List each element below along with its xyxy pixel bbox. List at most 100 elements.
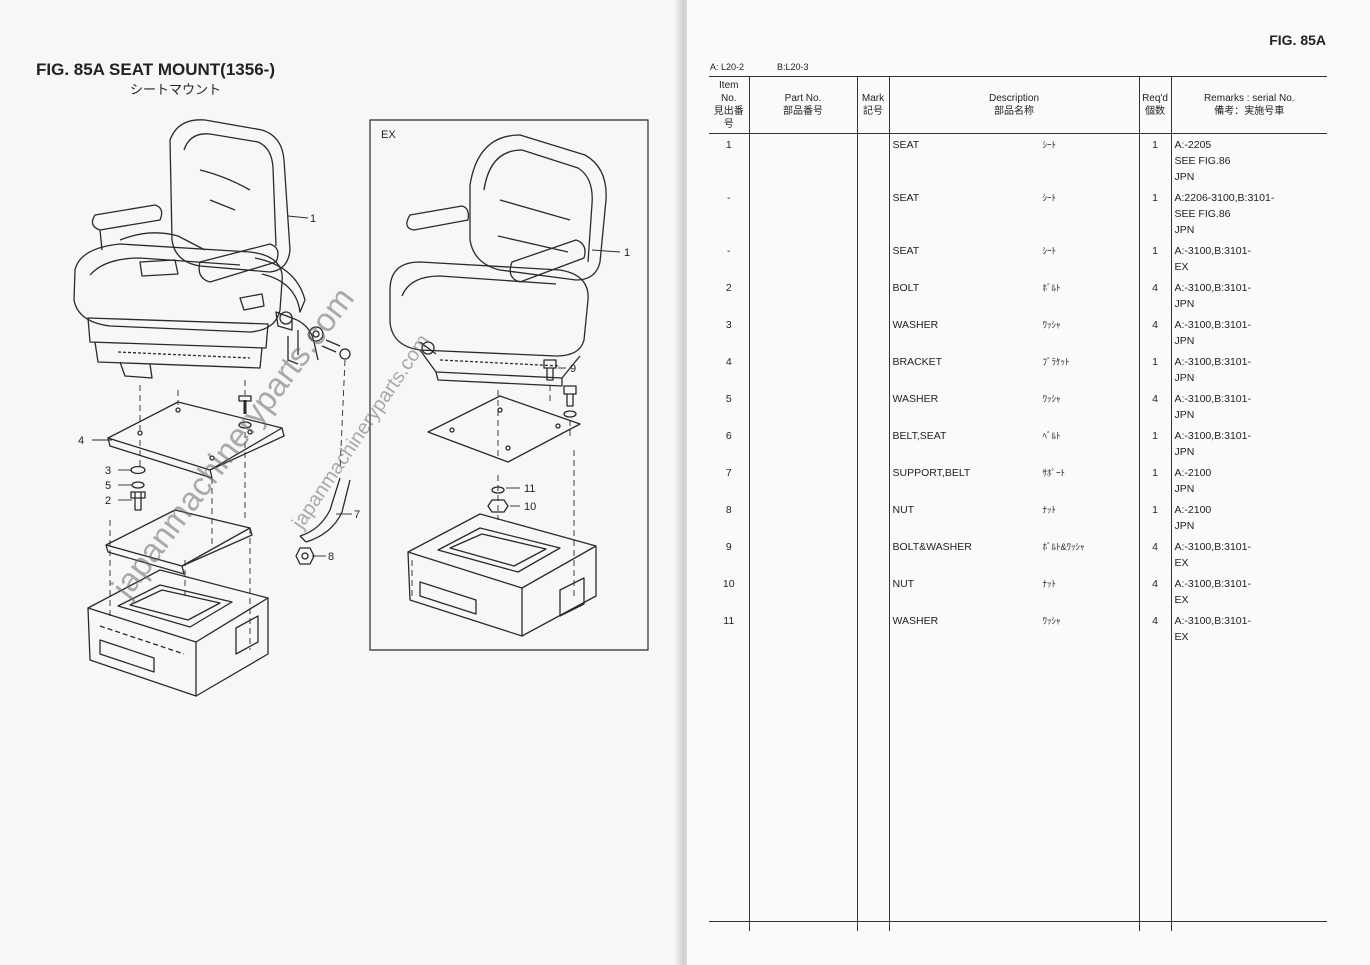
remark-line: JPN — [1174, 520, 1195, 532]
description: SEAT ｼｰﾄ — [888, 133, 1139, 187]
part-no — [748, 187, 857, 240]
remark-line: JPN — [1174, 409, 1195, 421]
item-no: 4 — [725, 356, 732, 368]
part-no — [748, 351, 857, 388]
remarks: A:-3100,B:3101-EX — [1170, 610, 1327, 647]
part-no — [748, 277, 857, 314]
remark-line: EX — [1174, 261, 1189, 273]
remark-line: A:-3100,B:3101- — [1174, 319, 1251, 331]
figure-title-japanese: シートマウント — [130, 82, 222, 97]
remarks: A:-3100,B:3101-JPN — [1170, 277, 1327, 314]
description-jp: ｼｰﾄ — [1042, 193, 1057, 203]
quantity: 4 — [1138, 610, 1171, 647]
description-en: SUPPORT,BELT — [892, 467, 971, 479]
callout-4: 4 — [78, 435, 84, 447]
mark — [856, 240, 889, 277]
description-en: WASHER — [892, 319, 939, 331]
callout-11: 11 — [524, 483, 535, 495]
part-no — [748, 536, 857, 573]
part-no — [748, 240, 857, 277]
description-jp: ﾌﾞﾗｹｯﾄ — [1042, 357, 1070, 367]
item-no: - — [727, 245, 731, 257]
part-no — [748, 133, 857, 187]
seat-illustration-ex — [389, 134, 607, 387]
header-part-no: Part No.部品番号 — [748, 76, 857, 134]
callout-2: 2 — [105, 495, 111, 507]
remark-line: EX — [1174, 557, 1189, 569]
remark-line: EX — [1174, 631, 1189, 643]
remark-line: JPN — [1174, 298, 1195, 310]
part-no — [748, 425, 857, 462]
remarks: A:-3100,B:3101-EX — [1170, 573, 1327, 610]
remarks: A:-3100,B:3101-EX — [1170, 536, 1327, 573]
mark — [856, 536, 889, 573]
mark — [856, 610, 889, 647]
callout-10: 10 — [524, 501, 536, 513]
remark-line: A:-2205 — [1174, 139, 1212, 151]
mark — [856, 133, 889, 187]
ex-seat-stand — [407, 513, 597, 637]
description-en: SEAT — [892, 245, 920, 257]
remark-line: JPN — [1174, 171, 1195, 183]
ex-nut — [487, 499, 509, 513]
mark — [856, 351, 889, 388]
part-no — [748, 610, 857, 647]
remarks: A:-3100,B:3101-JPN — [1170, 388, 1327, 425]
callout-7: 7 — [354, 509, 360, 521]
description-en: WASHER — [892, 615, 939, 627]
quantity: 1 — [1138, 187, 1171, 240]
remark-line: JPN — [1174, 335, 1195, 347]
remark-line: SEE FIG.86 — [1174, 155, 1231, 167]
quantity: 4 — [1138, 388, 1171, 425]
item-no: 2 — [725, 282, 732, 294]
description-jp: ﾎﾞﾙﾄ&ﾜｯｼｬ — [1042, 542, 1085, 552]
description-jp: ﾎﾞﾙﾄ — [1042, 283, 1061, 293]
mark — [856, 462, 889, 499]
quantity: 1 — [1138, 351, 1171, 388]
description-en: NUT — [892, 504, 915, 516]
item-no: 10 — [722, 578, 735, 590]
part-no — [748, 573, 857, 610]
description-jp: ｼｰﾄ — [1042, 140, 1057, 150]
left-page: FIG. 85A SEAT MOUNT(1356-) シートマウント — [0, 0, 683, 965]
description-jp: ﾅｯﾄ — [1042, 579, 1057, 589]
callout-9: 9 — [570, 363, 576, 375]
callout-3: 3 — [105, 465, 111, 477]
remark-line: JPN — [1174, 224, 1195, 236]
ex-washer — [491, 486, 505, 494]
seat-mount-diagram: 1 1 2 3 4 5 7 8 9 10 11 EX japanmachiner… — [73, 119, 649, 697]
quantity: 1 — [1138, 133, 1171, 187]
remark-line: A:-2100 — [1174, 467, 1212, 479]
quantity: 4 — [1138, 536, 1171, 573]
description-en: SEAT — [892, 139, 920, 151]
description-jp: ﾜｯｼｬ — [1042, 616, 1061, 626]
quantity: 1 — [1138, 462, 1171, 499]
ex-bolts — [543, 359, 577, 418]
belt-support — [295, 477, 351, 565]
seat-stand — [87, 569, 269, 697]
lower-plate — [105, 509, 253, 575]
description-jp: ｻﾎﾟｰﾄ — [1042, 468, 1066, 478]
remark-line: JPN — [1174, 372, 1195, 384]
remark-line: A:-3100,B:3101- — [1174, 578, 1251, 590]
description-en: BELT,SEAT — [892, 430, 947, 442]
